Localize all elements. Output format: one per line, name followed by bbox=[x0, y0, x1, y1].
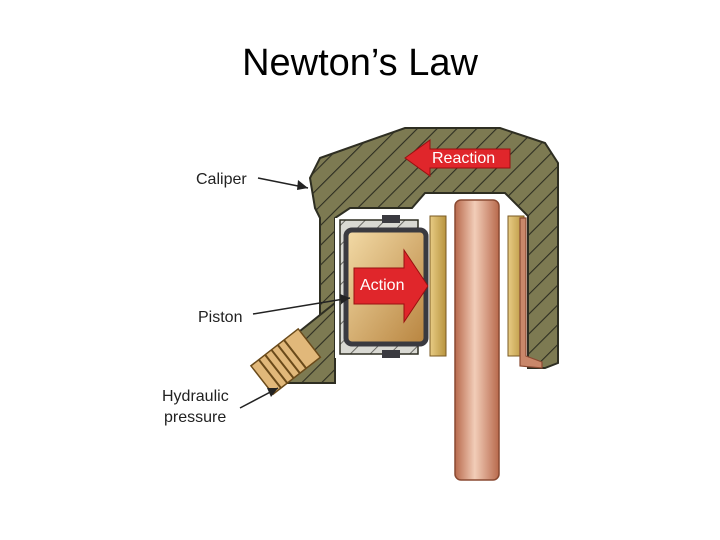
caliper-leader-arrowhead bbox=[297, 180, 308, 190]
action-arrow-label: Action bbox=[360, 277, 404, 294]
inner-brake-pad bbox=[429, 215, 447, 357]
hydraulic-label-line2: pressure bbox=[164, 409, 226, 426]
caliper-cross-section-svg: Reaction Action Caliper Piston Hydraulic… bbox=[162, 127, 559, 481]
hydraulic-label-line1: Hydraulic bbox=[162, 388, 229, 405]
caliper-label: Caliper bbox=[196, 171, 247, 188]
rotor bbox=[454, 199, 500, 481]
reaction-arrow-label: Reaction bbox=[432, 150, 495, 167]
brake-caliper-diagram: Reaction Action Caliper Piston Hydraulic… bbox=[150, 118, 570, 488]
seal-bottom bbox=[382, 350, 400, 358]
reaction-arrow: Reaction bbox=[404, 139, 511, 177]
seal-top bbox=[382, 215, 400, 223]
pad-retaining-clip bbox=[519, 217, 543, 369]
piston-label: Piston bbox=[198, 309, 242, 326]
hydraulic-leader-arrowhead bbox=[267, 388, 278, 397]
action-arrow: Action bbox=[353, 248, 429, 324]
piston-leader-line bbox=[252, 297, 351, 315]
slide-title: Newton’s Law bbox=[242, 42, 478, 84]
piston-leader-arrowhead bbox=[340, 294, 350, 304]
hydraulic-fitting bbox=[249, 327, 322, 396]
